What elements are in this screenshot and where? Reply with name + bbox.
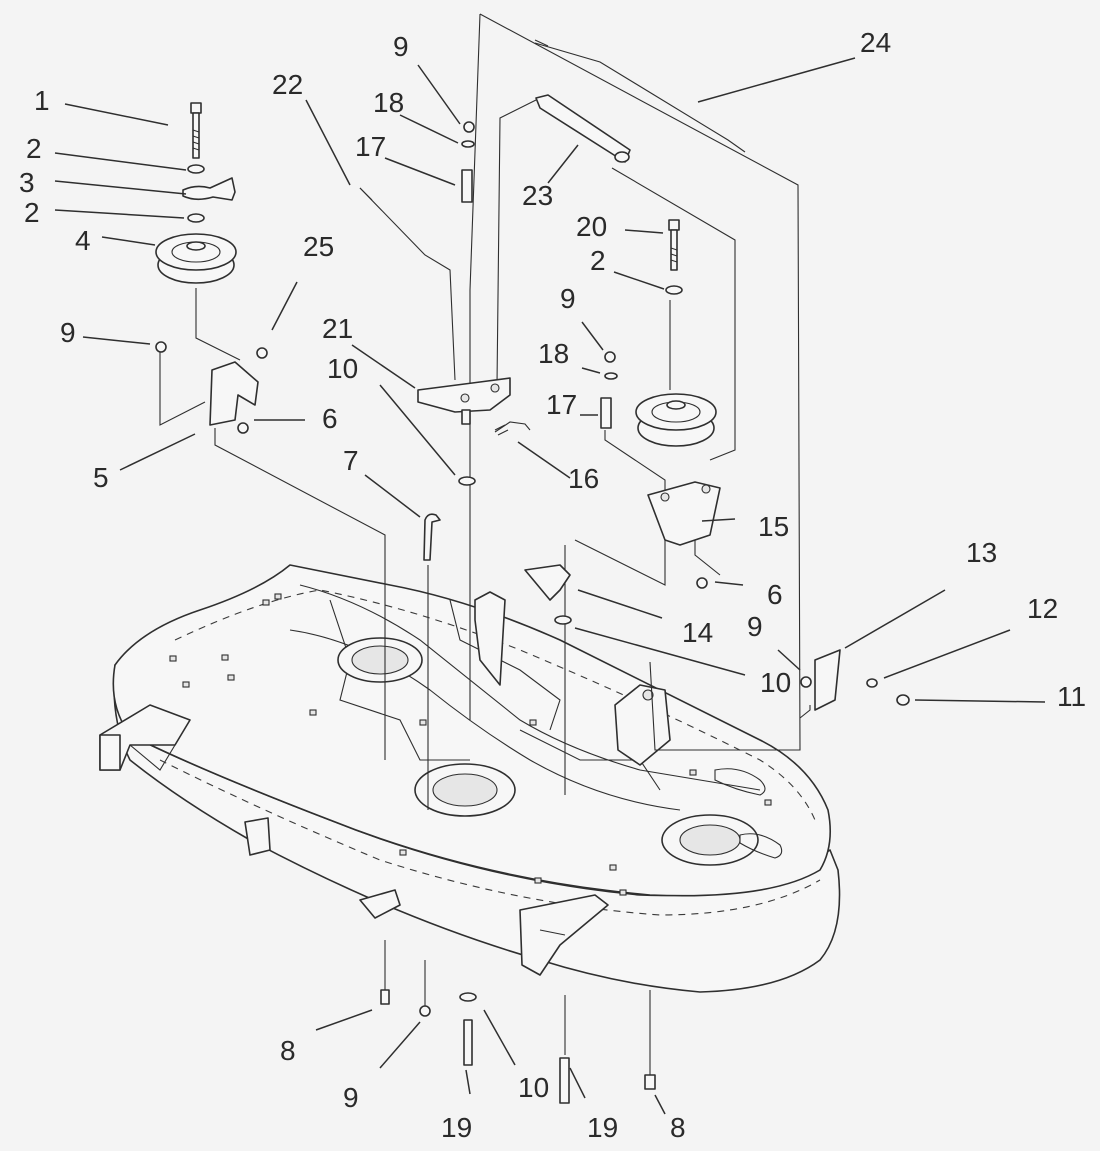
callout-6: 6 (322, 403, 338, 434)
callout-2: 2 (590, 245, 606, 276)
callout-17: 17 (546, 389, 577, 420)
callout-11: 11 (1057, 681, 1086, 712)
part-pulley-right (635, 393, 717, 447)
part-12-washer (866, 678, 878, 688)
part-18-washer (461, 140, 618, 380)
callout-24: 24 (860, 27, 891, 58)
part-3-plate (182, 177, 236, 201)
part-22-rod (359, 187, 456, 381)
callout-2: 2 (26, 133, 42, 164)
callout-8: 8 (280, 1035, 296, 1066)
part-6-nut (237, 422, 708, 589)
callout-6: 6 (767, 579, 783, 610)
callout-21: 21 (322, 313, 353, 344)
part-17-spacer (461, 169, 612, 429)
callout-18: 18 (373, 87, 404, 118)
part-9-nut (155, 121, 812, 1017)
callout-5: 5 (93, 462, 109, 493)
part-4-idler-pulley (155, 233, 237, 284)
callout-9: 9 (60, 317, 76, 348)
callout-labels: 1 2 3 2 4 9 5 6 25 22 21 10 7 9 18 17 23… (19, 27, 1086, 1143)
assembly-lines (159, 13, 811, 1078)
deck-bolt-holes (169, 593, 772, 896)
part-7-pin (423, 513, 441, 561)
part-25-nut (256, 347, 268, 359)
callout-9: 9 (393, 31, 409, 62)
part-14-spring (524, 564, 571, 601)
callout-9: 9 (343, 1082, 359, 1113)
callout-16: 16 (568, 463, 599, 494)
part-16-spring (494, 421, 531, 436)
part-24-rod (534, 39, 746, 153)
part-1-bolt (190, 102, 202, 159)
callout-13: 13 (966, 537, 997, 568)
part-11-bolt (896, 694, 910, 706)
callout-17: 17 (355, 131, 386, 162)
callout-22: 22 (272, 69, 303, 100)
part-19-bolt (463, 1019, 570, 1104)
callout-10: 10 (760, 667, 791, 698)
callout-20: 20 (576, 211, 607, 242)
callout-15: 15 (758, 511, 789, 542)
callout-3: 3 (19, 167, 35, 198)
part-5-idler-arm-bracket (209, 361, 259, 426)
callout-10: 10 (327, 353, 358, 384)
callout-8: 8 (670, 1112, 686, 1143)
callout-12: 12 (1027, 593, 1058, 624)
callout-9: 9 (747, 611, 763, 642)
part-2-washer (187, 164, 205, 223)
callout-1: 1 (34, 85, 50, 116)
part-10-washer (458, 476, 572, 1002)
callout-18: 18 (538, 338, 569, 369)
callout-23: 23 (522, 180, 553, 211)
callout-9: 9 (560, 283, 576, 314)
callout-19: 19 (587, 1112, 618, 1143)
part-13-bracket (814, 649, 841, 711)
callout-10: 10 (518, 1072, 549, 1103)
callout-4: 4 (75, 225, 91, 256)
part-20-bolt (665, 219, 683, 295)
part-23-spring (535, 94, 631, 163)
part-8-bolt (380, 989, 656, 1090)
callout-19: 19 (441, 1112, 472, 1143)
callout-14: 14 (682, 617, 713, 648)
part-15-idler-bracket (647, 481, 721, 546)
part-21-idler-arm (417, 377, 511, 425)
mower-deck (99, 564, 841, 993)
leader-lines (54, 57, 1046, 1115)
callout-2: 2 (24, 197, 40, 228)
callout-7: 7 (343, 445, 359, 476)
callout-25: 25 (303, 231, 334, 262)
